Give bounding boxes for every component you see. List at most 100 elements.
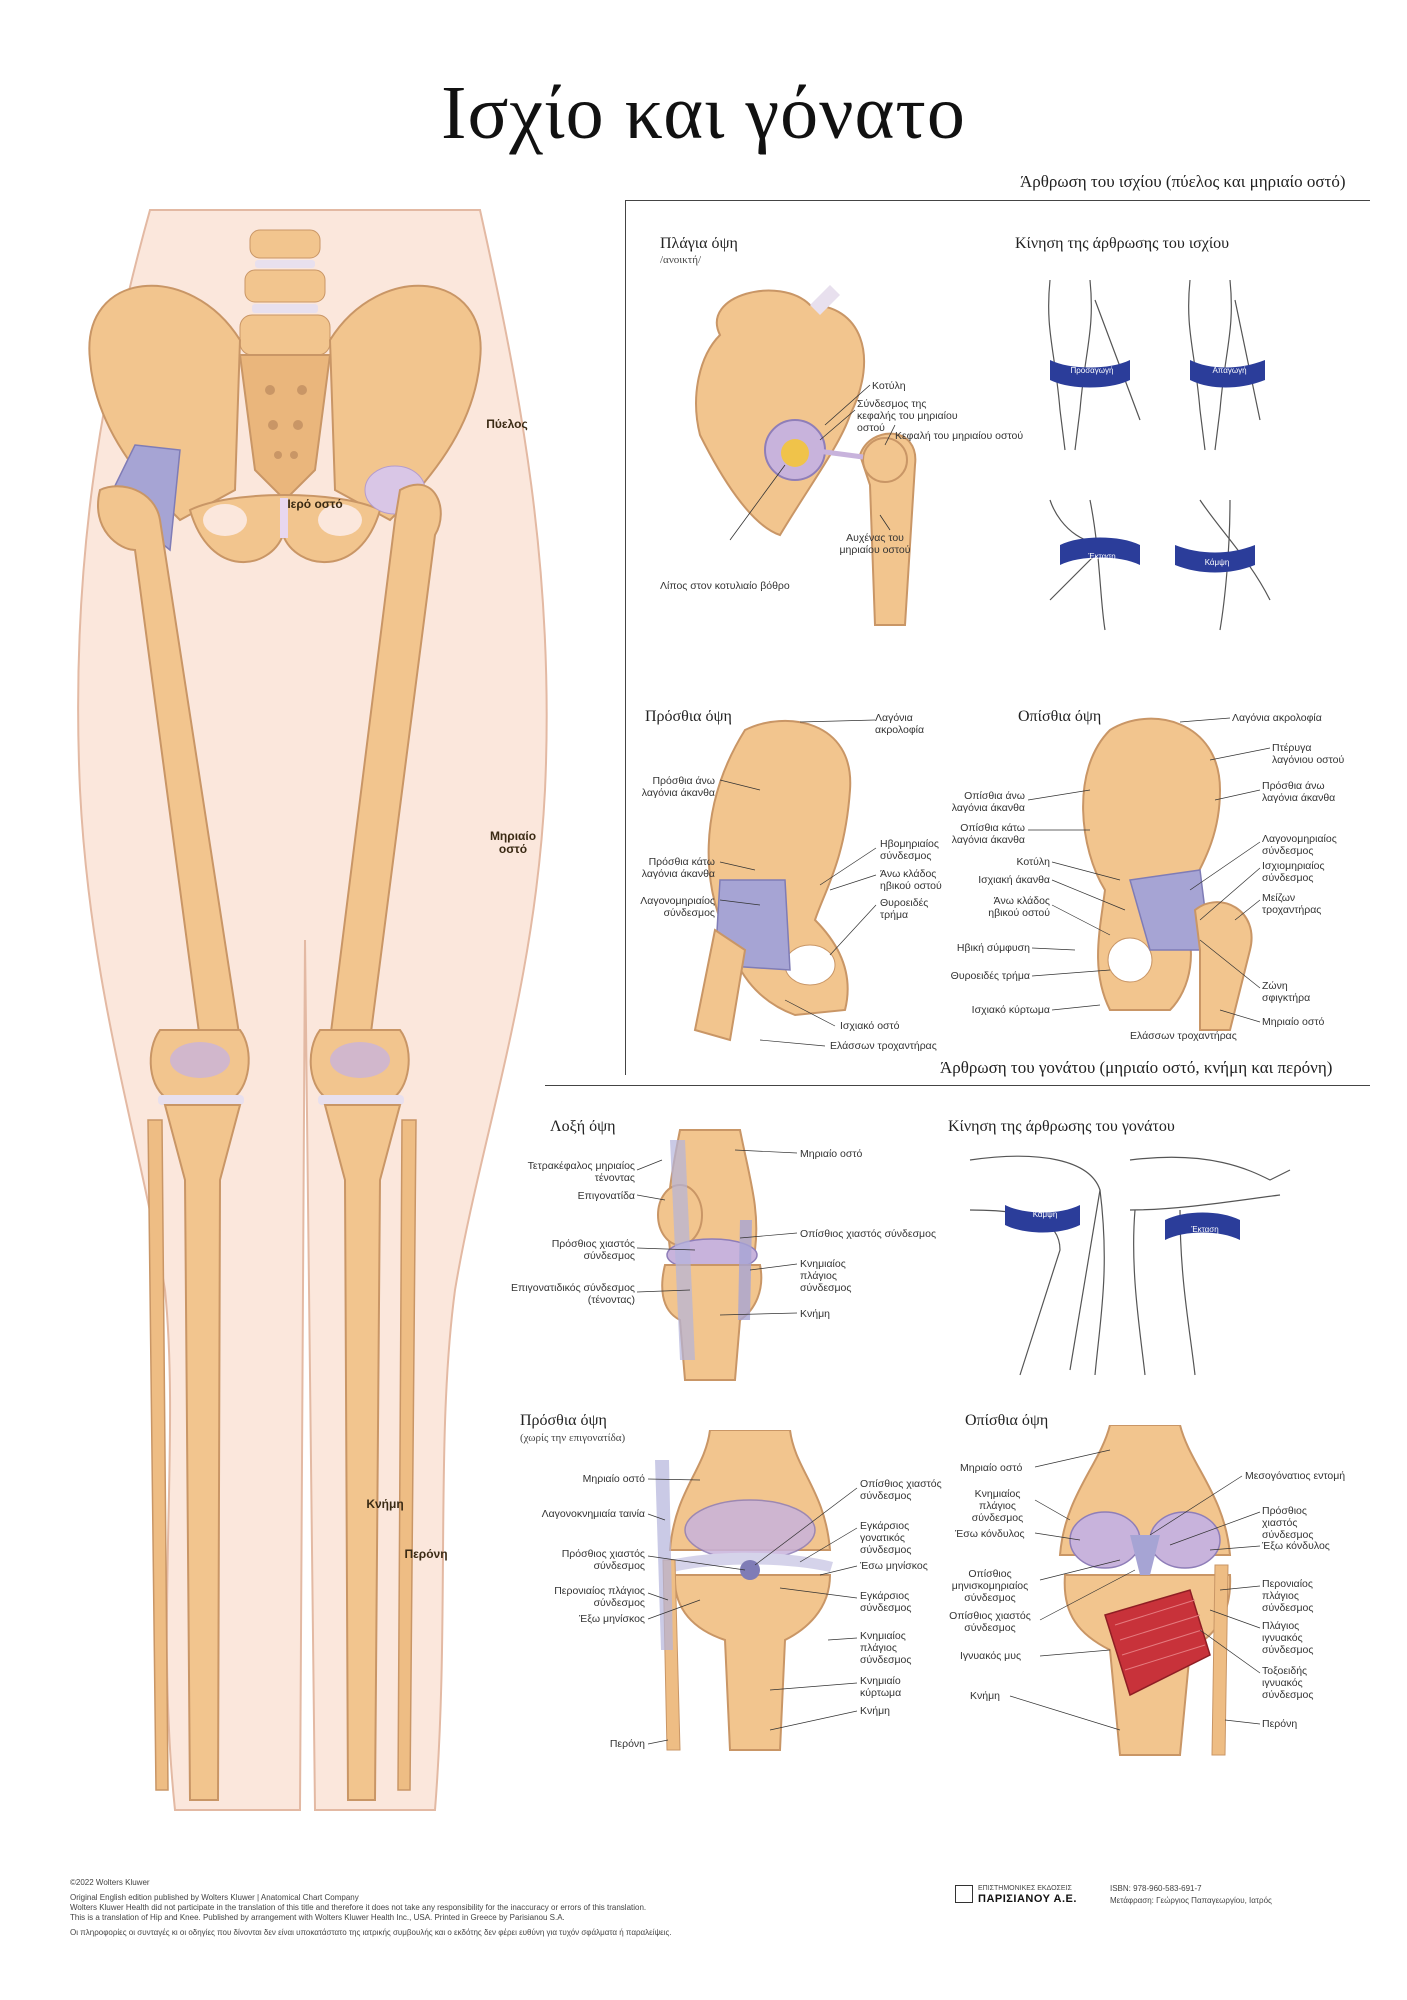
knee-movement-illustration (969, 1155, 1291, 1376)
knee-anterior-view-title: Πρόσθια όψη (520, 1412, 607, 1429)
adduction-arrow (1050, 360, 1130, 388)
hip-section-vertical-divider (625, 200, 626, 1075)
knee-extension-arrow (1165, 1212, 1240, 1240)
hip-movement-illustration (1048, 279, 1271, 631)
posterior-inferior-iliac-spine-label: Οπίσθια κάτω λαγόνια άκανθα (951, 822, 1025, 846)
anterior-knee-fibula-label: Περόνη (609, 1738, 645, 1750)
footer-isbn: ISBN: 978-960-583-691-7 (1110, 1884, 1202, 1893)
publisher-line-2: ΠΑΡΙΣΙΑΝΟΥ Α.Ε. (978, 1893, 1077, 1905)
lesser-trochanter-label: Ελάσσων τροχαντήρας (830, 1040, 937, 1052)
anterior-inferior-iliac-spine-label: Πρόσθια κάτω λαγόνια άκανθα (641, 856, 715, 880)
knee-extension-badge: Έκταση (1191, 1225, 1219, 1234)
ischium-label: Ισχιακό οστό (840, 1020, 900, 1032)
ischial-tuberosity-label: Ισχιακό κύρτωμα (971, 1004, 1050, 1016)
transverse-genicular-ligament-label: Εγκάρσιος γονατικός σύνδεσμος (860, 1520, 912, 1556)
footer-copyright: ©2022 Wolters Kluwer (70, 1878, 150, 1887)
knee-section-title: Άρθρωση του γονάτου (μηριαίο οστό, κνήμη… (940, 1058, 1333, 1077)
hip-posterior-view-title: Οπίσθια όψη (1018, 708, 1102, 725)
greater-trochanter-label: Μείζων τροχαντήρας (1262, 892, 1322, 916)
anterior-knee-acl-label: Πρόσθιος χιαστός σύνδεσμος (561, 1548, 645, 1572)
footer-translator: Μετάφραση: Γεώργιος Παπαγεωργίου, Ιατρός (1110, 1896, 1272, 1905)
adduction-badge: Προσαγωγή (1070, 366, 1114, 375)
anterior-tibial-collateral-ligament-label: Κνημιαίος πλάγιος σύνδεσμος (860, 1630, 912, 1666)
posterior-knee-tibia-label: Κνήμη (970, 1690, 1000, 1702)
footer-credit-line-3: This is a translation of Hip and Knee. P… (70, 1913, 565, 1922)
oblique-tibial-collateral-ligament-label: Κνημιαίος πλάγιος σύνδεσμος (800, 1258, 852, 1294)
acetabulum-label: Κοτύλη (872, 380, 906, 392)
lateral-meniscus-label: Έξω μηνίσκος (578, 1613, 645, 1625)
posterior-meniscofemoral-ligament-label: Οπίσθιος μηνισκομηριαίος σύνδεσμος (951, 1568, 1029, 1604)
oblique-anterior-cruciate-ligament-label: Πρόσθιος χιαστός σύνδεσμος (551, 1238, 635, 1262)
femur-label: Μηριαίο οστό (489, 829, 537, 856)
hip-posterior-illustration (1082, 717, 1253, 1031)
right-fibula (397, 1119, 417, 1791)
obturator-foramen-label: Θυροειδές τρήμα (880, 897, 929, 921)
footer-credit-line-1: Original English edition published by Wo… (70, 1893, 359, 1902)
main-skeleton-illustration (77, 209, 548, 1811)
pubic-symphysis-label: Ηβική σύμφυση (956, 942, 1030, 954)
popliteus-muscle-label: Ιγνυακός μυς (960, 1650, 1022, 1662)
fibular-collateral-ligament-label: Περονιαίος πλάγιος σύνδεσμος (554, 1585, 645, 1609)
ligament-of-femoral-head-label: Σύνδεσμος της κεφαλής του μηριαίου οστού (857, 398, 958, 434)
flexion-badge: Κάμψη (1204, 558, 1230, 567)
posterior-knee-pcl-label: Οπίσθιος χιαστός σύνδεσμος (949, 1610, 1031, 1634)
intercondylar-notch-label: Μεσογόνατιος εντομή (1245, 1470, 1346, 1482)
right-tibia (323, 1104, 402, 1801)
pubofemoral-ligament-label: Ηβομηριαίος σύνδεσμος (880, 838, 939, 862)
posterior-knee-tibial-collateral-label: Κνημιαίος πλάγιος σύνδεσμος (971, 1488, 1024, 1524)
oblique-tibia-label: Κνήμη (800, 1308, 830, 1320)
posterior-knee-acl-label: Πρόσθιος χιαστός σύνδεσμος (1262, 1505, 1314, 1541)
knee-movement-title: Κίνηση της άρθρωσης του γονάτου (948, 1118, 1175, 1135)
oblique-view-title: Λοξή όψη (550, 1118, 616, 1135)
posterior-lesser-trochanter-label: Ελάσσων τροχαντήρας (1130, 1030, 1237, 1042)
page-title: Ισχίο και γόνατο (441, 71, 966, 155)
medial-meniscus-label: Έσω μηνίσκος (860, 1560, 928, 1572)
tibial-tuberosity-label: Κνημιαίο κύρτωμα (860, 1675, 902, 1699)
publisher-line-1: ΕΠΙΣΤΗΜΟΝΙΚΕΣ ΕΚΔΟΣΕΙΣ (978, 1885, 1072, 1892)
lateral-view-subtitle: /ανοικτή/ (660, 254, 702, 266)
iliac-wing-label: Πτέρυγα λαγόνιου οστού (1272, 742, 1345, 766)
posterior-knee-fibular-collateral-label: Περονιαίος πλάγιος σύνδεσμος (1262, 1578, 1314, 1614)
femoral-head-label: Κεφαλή του μηριαίου οστού (895, 430, 1024, 442)
abduction-arrow (1190, 360, 1265, 388)
left-tibia (163, 1104, 242, 1801)
patella-label: Επιγονατίδα (577, 1190, 635, 1202)
posterior-obturator-foramen-label: Θυροειδές τρήμα (950, 970, 1030, 982)
abduction-badge: Απαγωγή (1212, 366, 1247, 375)
oblique-posterior-cruciate-ligament-label: Οπίσθιος χιαστός σύνδεσμος (800, 1228, 937, 1240)
anterior-knee-femur-label: Μηριαίο οστό (582, 1473, 645, 1485)
knee-anterior-illustration (655, 1430, 833, 1751)
left-fibula (147, 1119, 169, 1791)
anterior-superior-iliac-spine-label: Πρόσθια άνω λαγόνια άκανθα (641, 775, 715, 799)
flexion-arrow (1175, 545, 1255, 573)
knee-anterior-view-subtitle: (χωρίς την επιγονατίδα) (520, 1432, 626, 1444)
tibia-label: Κνήμη (366, 1497, 404, 1511)
posterior-femur-label: Μηριαίο οστό (1262, 1016, 1325, 1028)
patellar-ligament-label: Επιγονατιδικός σύνδεσμος (τένοντας) (510, 1282, 635, 1306)
fibula-label: Περόνη (404, 1547, 448, 1561)
sacrum-label: Ιερό οστό (287, 497, 343, 511)
knee-posterior-view-title: Οπίσθια όψη (965, 1412, 1049, 1429)
transverse-ligament-label: Εγκάρσιος σύνδεσμος (860, 1590, 912, 1614)
hip-movement-title: Κίνηση της άρθρωσης του ισχίου (1015, 235, 1230, 252)
footer-notice: Οι πληροφορίες οι συνταγές κι οι οδηγίες… (70, 1928, 672, 1937)
posterior-acetabulum-label: Κοτύλη (1016, 856, 1050, 868)
knee-section-divider (545, 1085, 1370, 1086)
posterior-knee-fibula-label: Περόνη (1262, 1718, 1298, 1730)
knee-flexion-badge: Κάμψη (1032, 1210, 1058, 1219)
posterior-iliac-crest-label: Λαγόνια ακρολοφία (1232, 712, 1322, 724)
hip-anterior-view-title: Πρόσθια όψη (645, 708, 732, 725)
oblique-femur-label: Μηριαίο οστό (800, 1148, 863, 1160)
posterior-iliofemoral-ligament-label: Λαγονομηριαίος σύνδεσμος (1262, 833, 1337, 857)
anterior-knee-pcl-label: Οπίσθιος χιαστός σύνδεσμος (860, 1478, 942, 1502)
knee-posterior-illustration (1058, 1425, 1232, 1756)
hip-lateral-illustration (695, 285, 917, 626)
footer-credit-line-2: Wolters Kluwer Health did not participat… (70, 1903, 647, 1912)
ischiofemoral-ligament-label: Ισχιομηριαίος σύνδεσμος (1262, 860, 1325, 884)
knee-oblique-illustration (657, 1129, 763, 1381)
superior-pubic-ramus-label: Άνω κλάδος ηβικού οστού (880, 868, 942, 892)
hip-anterior-illustration (693, 719, 852, 1042)
femoral-neck-label: Αυχένας του μηριαίου οστού (839, 532, 911, 556)
sacrum (238, 354, 332, 502)
lateral-view-title: Πλάγια όψη (660, 235, 738, 252)
